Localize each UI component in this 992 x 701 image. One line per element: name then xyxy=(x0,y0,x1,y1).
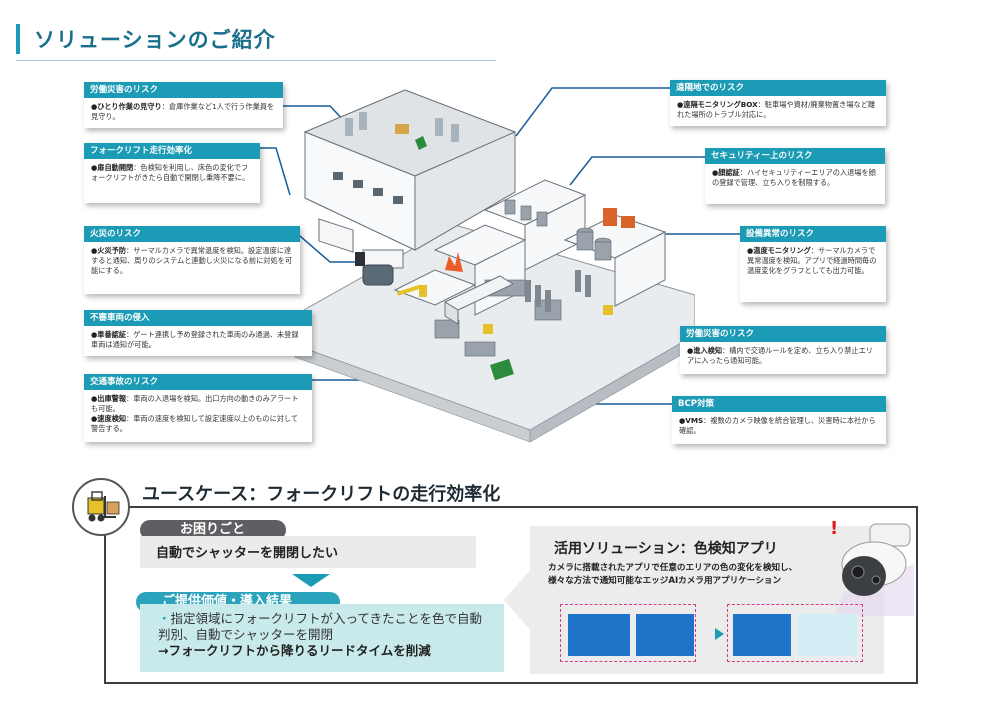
detect-area-right xyxy=(636,614,694,656)
risk-title: BCP対策 xyxy=(672,396,886,412)
risk-title: 火災のリスク xyxy=(84,226,300,242)
page-title: ソリューションのご紹介 xyxy=(34,28,276,52)
solution-pointer xyxy=(504,570,530,630)
risk-box-remote: 遠隔地でのリスク ●遠隔モニタリングBOX：駐車場や資材/廃棄物置き場など離れた… xyxy=(670,80,886,126)
risk-box-vehicle: 不審車両の侵入 ●車番認証：ゲート連携し予め登録された車両のみ通過、未登録車両は… xyxy=(84,310,312,356)
risk-title: セキュリティー上のリスク xyxy=(705,148,885,164)
risk-box-labor-1: 労働災害のリスク ●ひとり作業の見守り：倉庫作業など1人で行う作業員を見守り。 xyxy=(84,82,283,128)
result-emphasis: →フォークリフトから降りるリードタイムを削減 xyxy=(158,643,431,658)
detect-area-left xyxy=(568,614,630,656)
risk-title: 労働災害のリスク xyxy=(680,326,886,342)
risk-title: 遠隔地でのリスク xyxy=(670,80,886,96)
risk-box-security: セキュリティー上のリスク ●顔認証：ハイセキュリティーエリアの入退場を顔の登録で… xyxy=(705,148,885,204)
camera-view-before xyxy=(560,604,696,662)
alert-mark: ! xyxy=(830,518,839,539)
risk-title: 労働災害のリスク xyxy=(84,82,283,98)
title-accent-bar xyxy=(16,24,20,54)
result-box: ・指定領域にフォークリフトが入ってきたことを色で自動判別、自動でシャッターを開閉… xyxy=(140,604,504,672)
factory-illustration xyxy=(294,89,695,443)
result-text: 指定領域にフォークリフトが入ってきたことを色で自動判別、自動でシャッターを開閉 xyxy=(158,611,483,642)
dome-camera-icon xyxy=(834,523,914,616)
risk-box-traffic: 交通事故のリスク ●出庫警報：車両の入退場を検知。出口方向の動きのみアラートも可… xyxy=(84,374,312,442)
risk-title: フォークリフト走行効率化 xyxy=(84,143,260,159)
risk-box-bcp: BCP対策 ●VMS：複数のカメラ映像を統合管理し、災害時に本社から確認。 xyxy=(672,396,886,444)
down-arrow-icon xyxy=(292,574,330,587)
risk-title: 交通事故のリスク xyxy=(84,374,312,390)
detect-area-changed xyxy=(733,614,791,656)
usecase-frame xyxy=(104,506,918,684)
result-bullet: ・ xyxy=(158,611,171,626)
risk-box-fire: 火災のリスク ●火災予防：サーマルカメラで異常温度を検知。設定温度に達すると通知… xyxy=(84,226,300,294)
risk-title: 不審車両の侵入 xyxy=(84,310,312,326)
risk-title: 設備異常のリスク xyxy=(740,226,886,242)
problem-text: 自動でシャッターを開閉したい xyxy=(140,536,476,568)
solution-title: 活用ソリューション：色検知アプリ xyxy=(554,541,778,557)
risk-box-labor-2: 労働災害のリスク ●進入検知：構内で交通ルールを定め、立ち入り禁止エリアに入った… xyxy=(680,326,886,374)
problem-label: お困りごと xyxy=(140,520,286,540)
camera-view-after xyxy=(727,604,863,662)
risk-box-equipment: 設備異常のリスク ●温度モニタリング：サーマルカメラで異常温度を検知。アプリで経… xyxy=(740,226,886,302)
detect-area-light xyxy=(797,614,857,656)
usecase-frame-top xyxy=(104,506,918,508)
risk-box-forklift: フォークリフト走行効率化 ●扉自動開閉：色検知を利用し、床色の変化でフォークリフ… xyxy=(84,143,260,203)
title-divider xyxy=(16,60,496,61)
arrow-right-icon xyxy=(715,628,724,640)
usecase-title: ユースケース：フォークリフトの走行効率化 xyxy=(142,484,501,505)
solution-description: カメラに搭載されたアプリで任意のエリアの色の変化を検知し、 様々な方法で通知可能… xyxy=(548,563,798,586)
forklift-icon xyxy=(72,478,130,536)
